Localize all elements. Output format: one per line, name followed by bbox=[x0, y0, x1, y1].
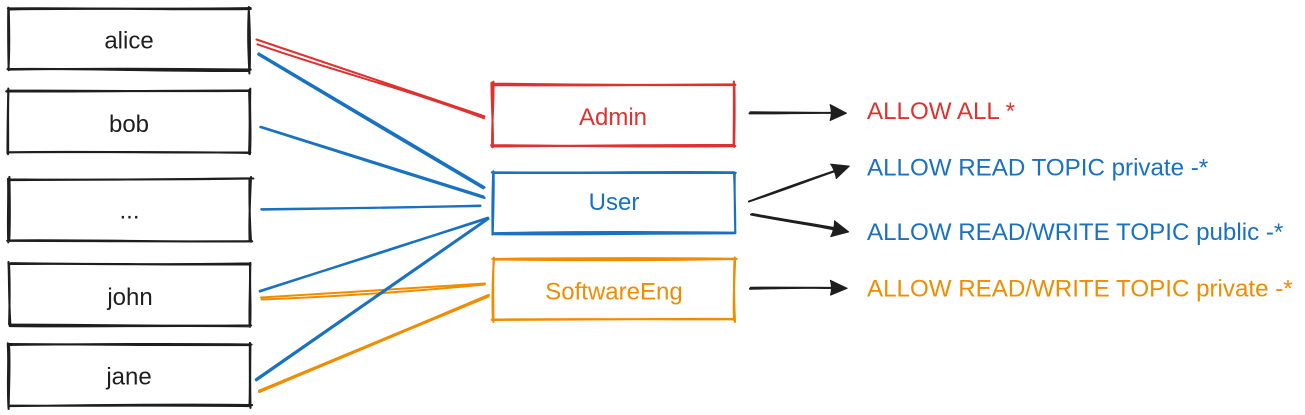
svg-text:alice: alice bbox=[104, 28, 153, 55]
svg-text:jane: jane bbox=[105, 364, 151, 391]
svg-text:ALLOW READ/WRITE TOPIC private: ALLOW READ/WRITE TOPIC private -* bbox=[867, 276, 1293, 303]
svg-text:SoftwareEng: SoftwareEng bbox=[545, 279, 682, 306]
svg-text:bob: bob bbox=[109, 111, 149, 138]
svg-text:ALLOW READ/WRITE TOPIC public: ALLOW READ/WRITE TOPIC public -* bbox=[867, 219, 1284, 246]
svg-text:...: ... bbox=[119, 198, 139, 225]
svg-text:john: john bbox=[106, 284, 152, 311]
svg-text:Admin: Admin bbox=[579, 104, 647, 131]
svg-text:User: User bbox=[589, 189, 640, 216]
svg-text:ALLOW READ TOPIC private -*: ALLOW READ TOPIC private -* bbox=[867, 155, 1209, 182]
svg-text:ALLOW ALL *: ALLOW ALL * bbox=[867, 98, 1016, 125]
